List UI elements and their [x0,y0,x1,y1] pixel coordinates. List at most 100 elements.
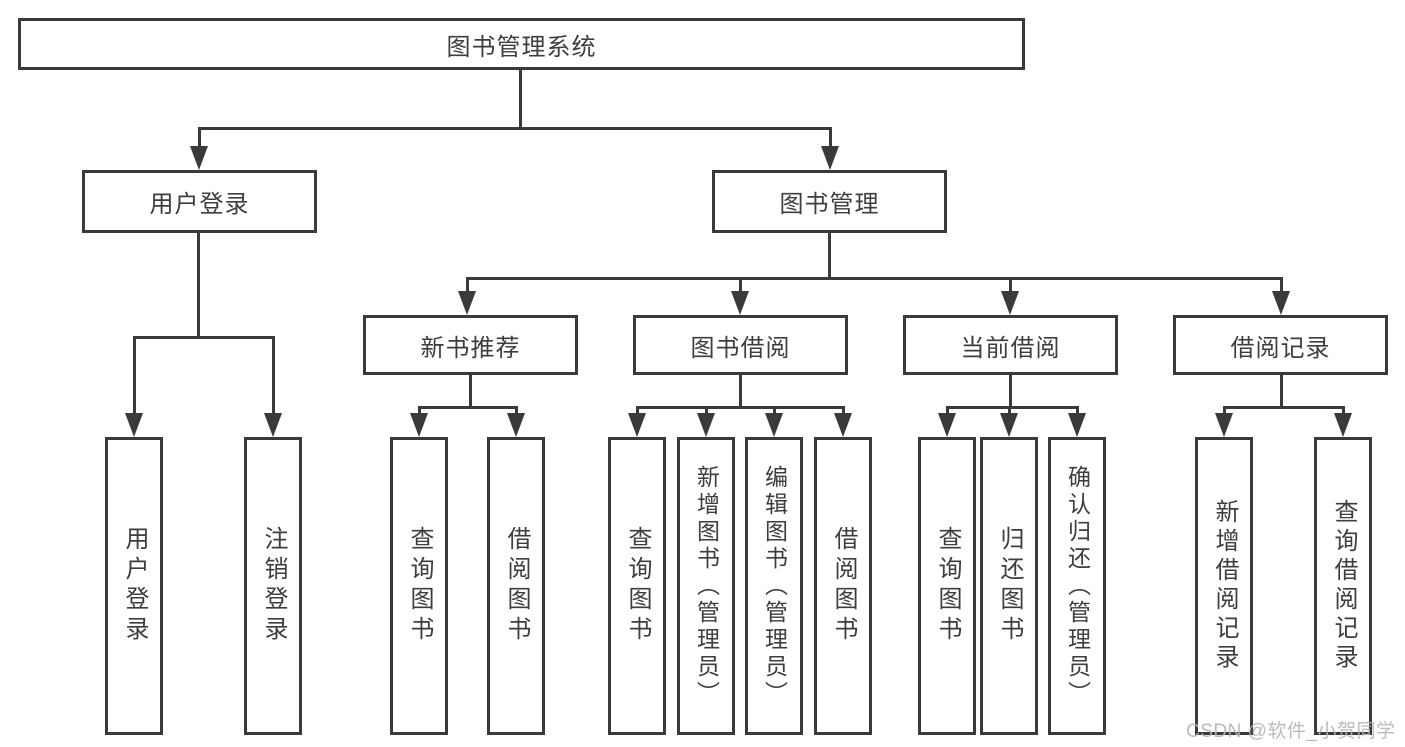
arrow-head-icon [1272,291,1290,315]
arrow-stem [635,409,639,413]
arrow-down [507,409,525,437]
arrow-head-icon [697,413,715,437]
connector-line [739,375,742,409]
node-label: 新增图书（管理员） [693,464,720,708]
node-label: 当前借阅 [960,334,1061,362]
arrow-down [731,280,749,315]
arrow-head-icon [1000,413,1018,437]
arrow-stem [514,409,518,413]
arrow-stem [828,130,832,146]
arrow-stem [1007,409,1011,413]
arrow-down [1068,409,1086,437]
connector-line [133,336,275,339]
csdn-watermark: CSDN @软件_小贺同学 [1186,721,1396,742]
connector-line [519,70,522,130]
arrow-head-icon [264,413,282,437]
arrow-down [1001,280,1019,315]
arrow-stem [772,409,776,413]
node-label: 归还图书 [996,526,1023,646]
arrow-stem [1222,409,1226,413]
node-leaf-edit-books-admin: 编辑图书（管理员） [745,437,803,735]
node-borrow-records: 借阅记录 [1173,315,1388,375]
node-leaf-query-books-current: 查询图书 [918,437,976,735]
node-book-borrowing: 图书借阅 [633,315,848,375]
arrow-stem [1075,409,1079,413]
node-leaf-add-books-admin: 新增图书（管理员） [677,437,735,735]
arrow-down [765,409,783,437]
arrow-down [1272,280,1290,315]
node-label: 新书推荐 [420,334,521,362]
connector-line [466,277,1283,280]
connector-line [198,127,832,130]
arrow-stem [704,409,708,413]
arrow-down [264,339,282,437]
arrow-stem [417,409,421,413]
node-label: 图书管理系统 [446,33,597,61]
arrow-head-icon [731,291,749,315]
connector-line [197,233,200,339]
arrow-head-icon [938,413,956,437]
node-label: 图书管理 [779,191,880,218]
arrow-head-icon [628,413,646,437]
node-label: 用户登录 [121,526,148,646]
arrow-stem [841,409,845,413]
connector-line [636,406,845,409]
node-user-login: 用户登录 [82,170,317,233]
arrow-head-icon [821,146,839,170]
arrow-down [1000,409,1018,437]
arrow-down [938,409,956,437]
node-label: 借阅图书 [503,526,530,646]
arrow-stem [197,130,201,146]
node-leaf-query-books-borrowing: 查询图书 [608,437,666,735]
arrow-down [1215,409,1233,437]
arrow-head-icon [1215,413,1233,437]
connector-line [828,233,831,280]
arrow-down [458,280,476,315]
arrow-head-icon [1068,413,1086,437]
node-label: 查询图书 [624,526,651,646]
arrow-head-icon [190,146,208,170]
arrow-head-icon [125,413,143,437]
arrow-stem [1279,280,1283,291]
node-library-system: 图书管理系统 [18,18,1025,70]
arrow-stem [132,339,136,413]
node-leaf-query-books-recommend: 查询图书 [390,437,448,735]
arrow-head-icon [410,413,428,437]
node-book-management: 图书管理 [712,170,947,233]
node-leaf-add-borrow-record: 新增借阅记录 [1195,437,1253,735]
arrow-down [697,409,715,437]
node-leaf-confirm-return-admin: 确认归还（管理员） [1048,437,1106,735]
arrow-down [821,130,839,170]
node-new-book-recommend: 新书推荐 [363,315,578,375]
node-label: 注销登录 [260,526,287,646]
node-leaf-logout: 注销登录 [244,437,302,735]
arrow-stem [1341,409,1345,413]
arrow-head-icon [507,413,525,437]
node-label: 查询图书 [934,526,961,646]
arrow-down [1334,409,1352,437]
node-leaf-borrow-books: 借阅图书 [814,437,872,735]
node-label: 借阅记录 [1230,334,1331,362]
node-label: 查询借阅记录 [1330,499,1357,673]
node-current-borrowing: 当前借阅 [903,315,1118,375]
arrow-stem [738,280,742,291]
connector-line [469,375,472,409]
node-label: 查询图书 [406,526,433,646]
arrow-head-icon [458,291,476,315]
node-label: 借阅图书 [830,526,857,646]
arrow-head-icon [765,413,783,437]
node-leaf-user-login: 用户登录 [105,437,163,735]
arrow-head-icon [1001,291,1019,315]
arrow-down [125,339,143,437]
node-label: 编辑图书（管理员） [761,464,788,708]
arrow-stem [1008,280,1012,291]
arrow-stem [465,280,469,291]
connector-line [1223,406,1345,409]
arrow-stem [945,409,949,413]
node-label: 新增借阅记录 [1211,499,1238,673]
node-leaf-return-books: 归还图书 [980,437,1038,735]
arrow-down [834,409,852,437]
connector-line [418,406,518,409]
node-label: 用户登录 [149,191,250,218]
